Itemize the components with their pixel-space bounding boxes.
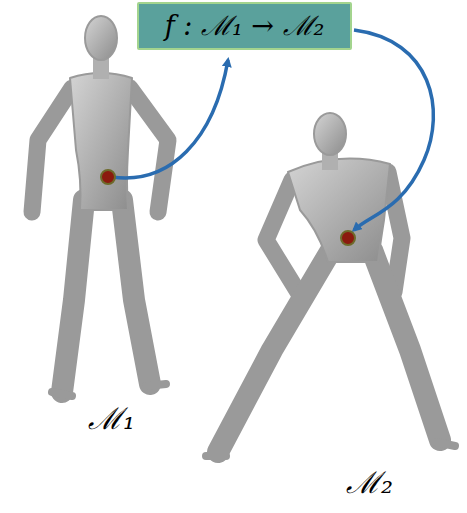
mapping-box: f : ℳ₁ → ℳ₂	[137, 2, 352, 50]
map-arrow	[112, 60, 228, 178]
mapping-formula: f : ℳ₁ → ℳ₂	[165, 11, 325, 41]
map-arrow	[354, 30, 433, 230]
human-mesh-1	[32, 16, 168, 396]
shape-label: ℳ₁	[88, 402, 135, 435]
shape-label: ℳ₂	[346, 466, 393, 499]
human-mesh-2	[206, 113, 455, 456]
point-marker	[341, 231, 355, 245]
point-marker	[101, 170, 115, 184]
